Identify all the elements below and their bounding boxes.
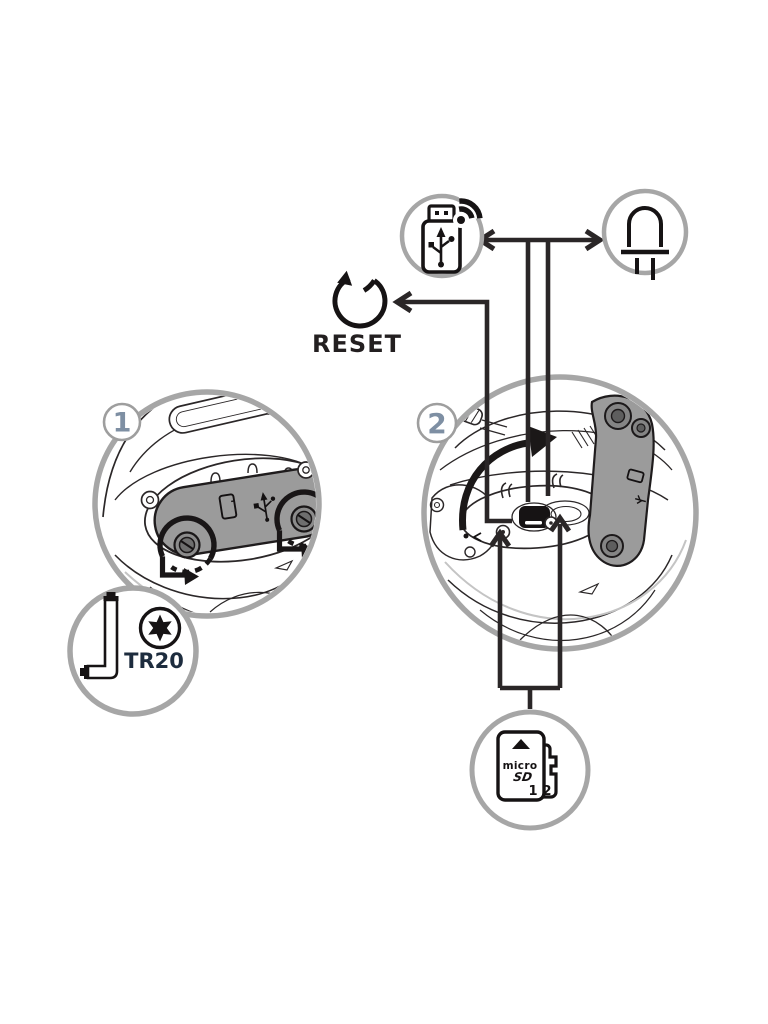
arrowhead-to-slot-left — [488, 528, 512, 548]
microsd-logo-top: micro — [503, 760, 538, 772]
connector-line-reset — [398, 299, 512, 524]
housing-screw-small-left — [140, 490, 160, 510]
step-1-badge: 1 — [102, 402, 142, 442]
connector-lines — [398, 237, 596, 709]
usb-glyph — [253, 492, 276, 522]
led-indicator-icon — [601, 188, 689, 280]
step-2-number: 2 — [427, 407, 446, 440]
panel-screw-right — [290, 505, 316, 533]
torx-tool-callout: TR20 — [67, 585, 199, 717]
step-1-number: 1 — [113, 408, 132, 439]
card-orientation-triangle — [512, 739, 530, 749]
cover-microsd-glyph — [626, 468, 645, 484]
card-2-number: 2 — [542, 784, 551, 799]
reset-label: RESET — [312, 330, 402, 358]
reset-icon-group: RESET — [312, 270, 402, 358]
arrowhead-to-led — [584, 228, 605, 252]
reset-rotate-icon — [332, 270, 388, 329]
panel-screw-left — [173, 531, 201, 559]
microsd-logo-bottom: SD — [512, 770, 533, 784]
camera-bottom-view — [102, 395, 316, 613]
usb-trident-glyph — [428, 227, 455, 268]
arrowhead-to-slot-right — [548, 513, 572, 533]
torx-star — [148, 614, 172, 642]
microsd-cards-icon: 2 micro SD 1 — [496, 730, 558, 802]
tool-size-label: TR20 — [124, 649, 184, 673]
cover-usb-glyph — [634, 495, 646, 504]
step-2-badge: 2 — [416, 402, 458, 444]
card-slot-springs — [500, 473, 564, 499]
microsd-card-1: micro SD 1 — [496, 730, 546, 802]
panel-swing-arrow — [459, 426, 557, 531]
microsd-callout: 2 micro SD 1 — [469, 709, 591, 831]
torx-tr20-bit-icon — [138, 606, 182, 650]
card-1-number: 1 — [528, 784, 537, 799]
access-panel — [153, 468, 316, 556]
step-1-callout: 1 — [92, 389, 322, 619]
torx-wrench-icon — [80, 592, 119, 680]
wifi-signal-icon — [453, 195, 486, 228]
reset-button-hole — [463, 533, 469, 539]
open-cover — [587, 394, 655, 567]
microsd-slot-glyph — [218, 493, 238, 520]
step-2-callout: 2 — [416, 374, 699, 652]
tiny-reset-arrow — [472, 532, 482, 542]
usb-wifi-dongle-icon — [399, 193, 486, 279]
usb-port — [519, 506, 550, 528]
screw-rotation-arrow-left — [157, 515, 217, 585]
arrowhead-to-reset — [392, 290, 413, 314]
